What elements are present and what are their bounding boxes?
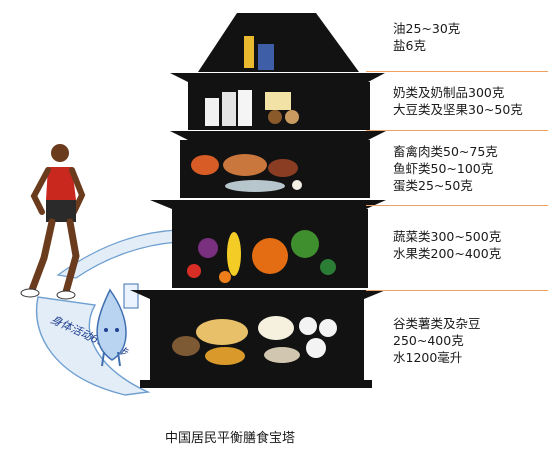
tier5-line2: 盐6克 — [393, 38, 426, 53]
tier5-label: 油25~30克 盐6克 — [393, 20, 460, 54]
tier4-line2: 大豆类及坚果30~50克 — [393, 102, 523, 117]
tier5-foods — [244, 36, 274, 70]
tier3-label: 畜禽肉类50~75克 鱼虾类50~100克 蛋类25~50克 — [393, 143, 498, 194]
tier3-line3: 蛋类25~50克 — [393, 178, 473, 193]
tier3-foods — [191, 154, 302, 192]
water-drop-figure — [96, 283, 139, 367]
tier4-foods — [205, 90, 299, 126]
caption: 中国居民平衡膳食宝塔 — [165, 431, 296, 446]
activity-path — [35, 296, 151, 396]
divider-1 — [366, 71, 548, 72]
divider-4 — [366, 290, 548, 291]
tier1-foods — [172, 316, 337, 365]
tier2-line1: 蔬菜类300~500克 — [393, 229, 502, 244]
tier3-line2: 鱼虾类50~100克 — [393, 161, 494, 176]
tier4-line1: 奶类及奶制品300克 — [393, 85, 505, 100]
divider-2 — [366, 130, 548, 131]
tier2-line2: 水果类200~400克 — [393, 246, 502, 261]
runner-figure — [20, 144, 86, 300]
tier4-label: 奶类及奶制品300克 大豆类及坚果30~50克 — [393, 84, 523, 118]
tier1-line3: 水1200毫升 — [393, 350, 463, 365]
tier2-label: 蔬菜类300~500克 水果类200~400克 — [393, 228, 501, 262]
tier3-line1: 畜禽肉类50~75克 — [393, 144, 498, 159]
tier1-line2: 250~400克 — [393, 333, 464, 348]
tier5-line1: 油25~30克 — [393, 21, 461, 36]
divider-3 — [366, 205, 548, 206]
tier1-label: 谷类薯类及杂豆 250~400克 水1200毫升 — [393, 315, 481, 366]
tier1-line1: 谷类薯类及杂豆 — [393, 316, 481, 331]
tier2-foods — [187, 230, 336, 283]
